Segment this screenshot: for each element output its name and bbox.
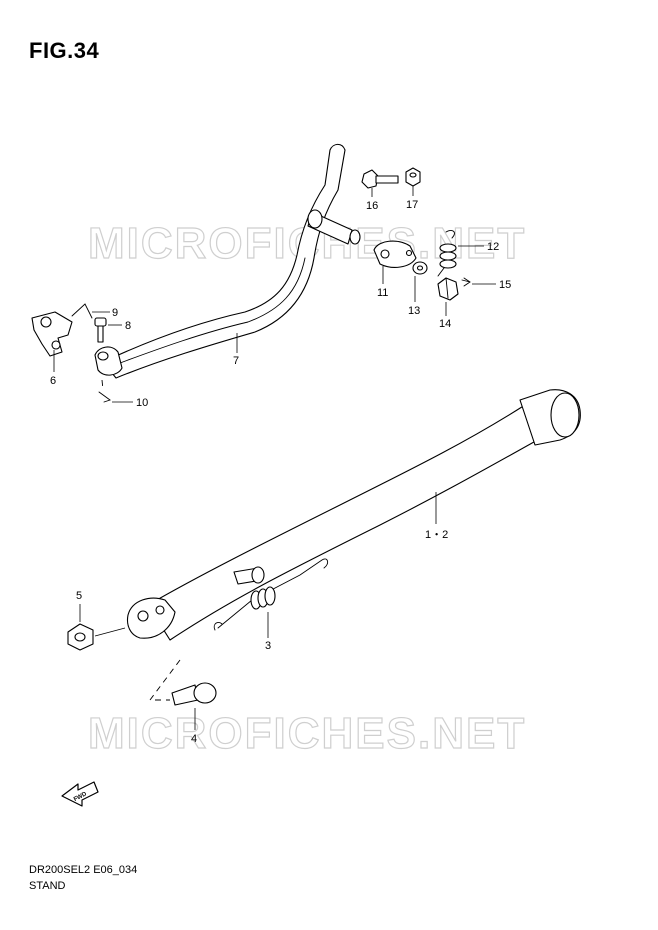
watermark-bottom: MICROFICHES.NET	[88, 709, 526, 758]
callout-15: 15	[499, 279, 511, 291]
callout-8: 8	[125, 320, 131, 332]
forward-arrow-icon: FWD	[61, 781, 99, 807]
callout-17: 17	[406, 199, 418, 211]
clip-part-9	[71, 303, 93, 319]
diagram-name: STAND	[29, 880, 66, 892]
callout-1-2: 1・2	[425, 529, 448, 541]
brake-pedal	[94, 143, 361, 379]
callout-4: 4	[191, 733, 197, 745]
bolt-part-16	[361, 169, 399, 189]
diagram-code: DR200SEL2 E06_034	[29, 864, 138, 876]
cotter-pin-part-10	[98, 391, 111, 403]
castle-nut-part-14	[437, 277, 459, 301]
callout-9: 9	[112, 307, 118, 319]
callout-11: 11	[377, 287, 388, 299]
lever-plate-part-11	[373, 240, 417, 268]
nut-part-5	[67, 623, 94, 651]
callout-7: 7	[233, 355, 239, 367]
callout-5: 5	[76, 590, 82, 602]
callout-12: 12	[487, 241, 499, 253]
callout-14: 14	[439, 318, 451, 330]
bolt-part-8	[94, 317, 107, 343]
spring-part-12	[437, 229, 457, 277]
side-stand	[126, 389, 581, 641]
pedal-end-bracket	[31, 311, 73, 357]
callout-6: 6	[50, 375, 56, 387]
washer-part-13	[412, 261, 428, 275]
callout-3: 3	[265, 640, 271, 652]
pin-part-15	[461, 277, 471, 287]
stand-spring-part-3	[213, 558, 329, 631]
bolt-part-4	[171, 682, 217, 706]
callout-10: 10	[136, 397, 148, 409]
nut-part-17	[405, 167, 421, 187]
callout-13: 13	[408, 305, 420, 317]
figure-title: FIG.34	[29, 38, 100, 63]
callout-16: 16	[366, 200, 378, 212]
